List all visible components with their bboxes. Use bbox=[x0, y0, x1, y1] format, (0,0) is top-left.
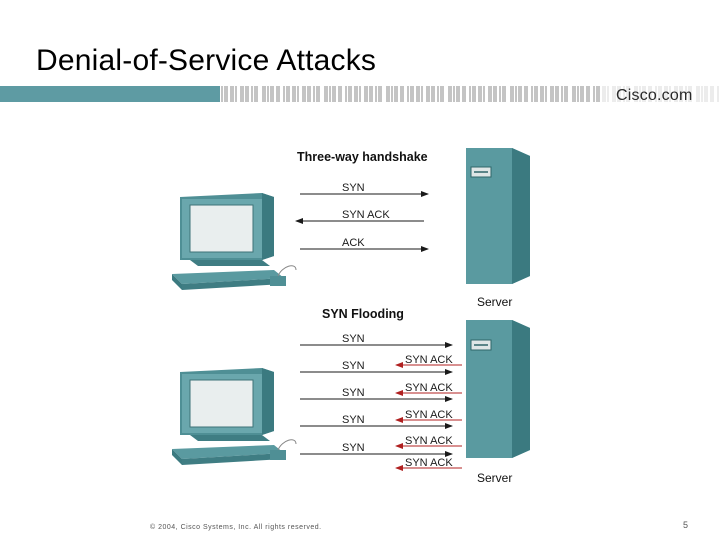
server-tower-icon bbox=[466, 148, 530, 284]
flood-synack-label: SYN ACK bbox=[405, 382, 453, 394]
page-number: 5 bbox=[683, 520, 689, 530]
handshake-synack-label: SYN ACK bbox=[342, 209, 390, 221]
flood-synack-label: SYN ACK bbox=[405, 457, 453, 469]
server-label-flooding: Server bbox=[477, 471, 512, 485]
copyright-footer: © 2004, Cisco Systems, Inc. All rights r… bbox=[150, 524, 322, 531]
handshake-syn-label: SYN bbox=[342, 182, 365, 194]
flood-syn-label: SYN bbox=[342, 333, 365, 345]
flood-syn-label: SYN bbox=[342, 387, 365, 399]
title-accent-bar bbox=[0, 86, 719, 102]
server-label-handshake: Server bbox=[477, 295, 512, 309]
workstation-icon bbox=[172, 193, 297, 290]
cisco-logo: Cisco.com bbox=[616, 87, 693, 104]
workstation-icon bbox=[172, 368, 297, 465]
handshake-ack-label: ACK bbox=[342, 237, 365, 249]
flood-syn-label: SYN bbox=[342, 414, 365, 426]
flood-syn-label: SYN bbox=[342, 360, 365, 372]
flood-syn-label: SYN bbox=[342, 442, 365, 454]
flood-synack-label: SYN ACK bbox=[405, 409, 453, 421]
server-tower-icon bbox=[466, 320, 530, 458]
flooding-heading: SYN Flooding bbox=[322, 307, 404, 321]
flood-synack-label: SYN ACK bbox=[405, 354, 453, 366]
slide-title: Denial-of-Service Attacks bbox=[36, 44, 377, 77]
flood-synack-label: SYN ACK bbox=[405, 435, 453, 447]
handshake-heading: Three-way handshake bbox=[297, 150, 428, 164]
